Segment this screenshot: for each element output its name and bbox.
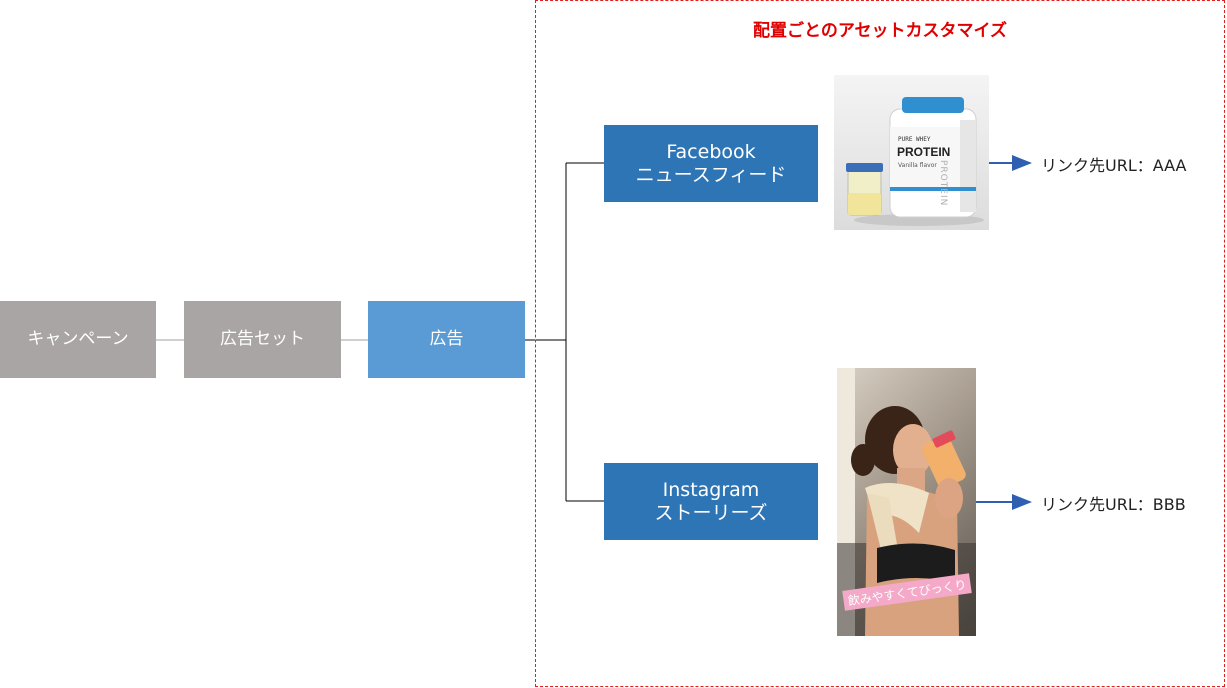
placement-instagram-line2: ストーリーズ bbox=[654, 501, 768, 524]
campaign-node: キャンペーン bbox=[0, 301, 156, 378]
ad-label: 広告 bbox=[429, 329, 464, 349]
link-url-instagram: リンク先URL：BBB bbox=[1041, 495, 1186, 514]
campaign-label: キャンペーン bbox=[27, 329, 129, 349]
jar-text-line2: PROTEIN bbox=[897, 145, 951, 159]
jar-side-text: PROTEIN bbox=[938, 160, 948, 207]
protein-product-illustration bbox=[846, 97, 984, 226]
jar-text-line3: Vanilla flavor bbox=[898, 162, 937, 169]
ad-node: 広告 bbox=[368, 301, 525, 378]
placement-facebook-line2: ニュースフィード bbox=[635, 163, 787, 186]
jar-text-line1: PURE WHEY bbox=[898, 136, 931, 143]
region-title: 配置ごとのアセットカスタマイズ bbox=[753, 21, 1007, 41]
placement-instagram-line1: Instagram bbox=[662, 478, 760, 501]
placement-facebook-newsfeed: Facebook ニュースフィード bbox=[604, 125, 818, 202]
placement-customization-region bbox=[535, 0, 1225, 687]
placement-instagram-stories: Instagram ストーリーズ bbox=[604, 463, 818, 540]
facebook-creative-image: PURE WHEY PROTEIN Vanilla flavor PROTEIN bbox=[834, 75, 989, 230]
link-url-facebook: リンク先URL：AAA bbox=[1041, 156, 1187, 175]
placement-facebook-line1: Facebook bbox=[666, 140, 756, 163]
instagram-creative-image: 飲みやすくてびっくり bbox=[837, 368, 976, 636]
adset-label: 広告セット bbox=[220, 329, 305, 349]
adset-node: 広告セット bbox=[184, 301, 341, 378]
